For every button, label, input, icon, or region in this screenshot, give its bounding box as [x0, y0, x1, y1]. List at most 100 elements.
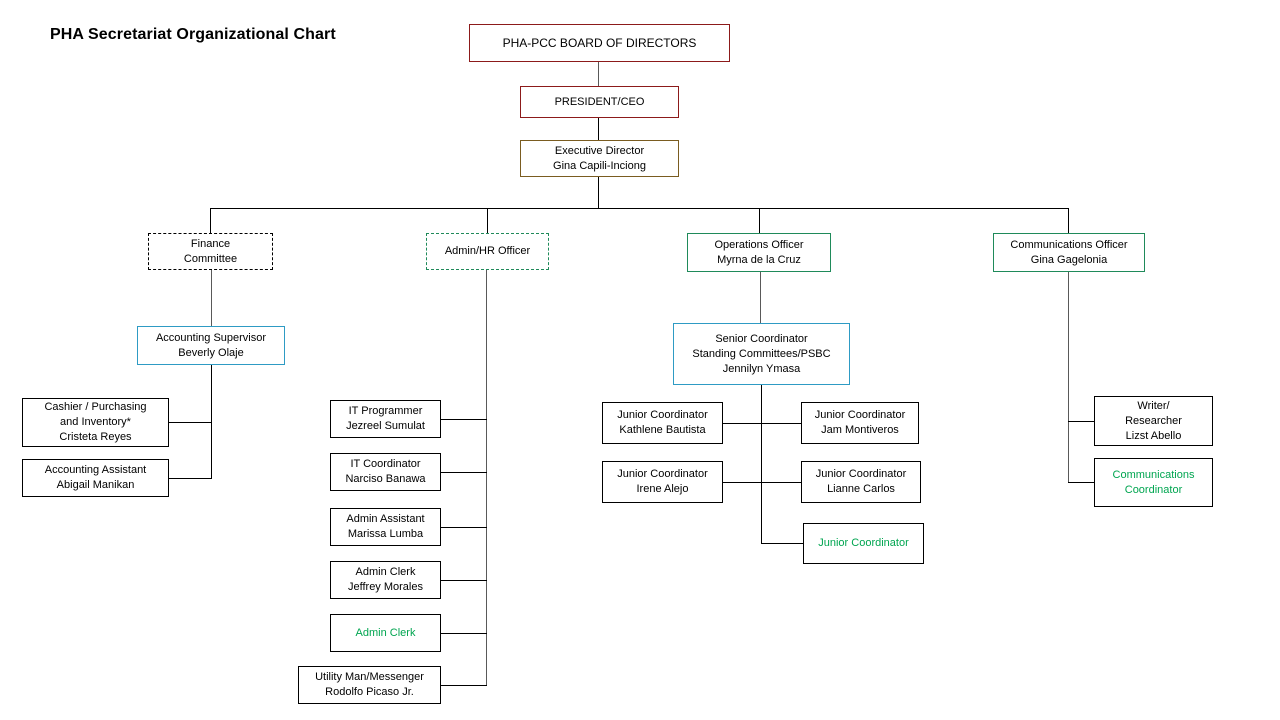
node-it-coordinator[interactable]: IT Coordinator Narciso Banawa	[330, 453, 441, 491]
connector-to-accounting-assistant	[168, 478, 212, 479]
node-finance-line2: Committee	[183, 252, 238, 265]
connector-bus-to-finance	[210, 208, 211, 233]
node-it-prog-line1: IT Programmer	[348, 405, 423, 417]
node-finance-line1: Finance	[190, 237, 231, 250]
connector-to-jc-jam	[761, 423, 802, 424]
connector-to-admin-clerk-1	[441, 580, 487, 581]
connector-adminhr-trunk	[486, 270, 487, 686]
connector-to-admin-assistant	[441, 527, 487, 528]
connector-bus-to-operations	[759, 208, 760, 233]
node-communications-officer[interactable]: Communications Officer Gina Gagelonia	[993, 233, 1145, 272]
connector-to-it-coordinator	[441, 472, 487, 473]
node-operations-line1: Operations Officer	[714, 238, 804, 251]
node-writer-researcher[interactable]: Writer/ Researcher Lizst Abello	[1094, 396, 1213, 446]
node-jc-lianne-line2: Lianne Carlos	[827, 483, 895, 495]
connector-to-cashier	[168, 422, 212, 423]
node-senior-coord-line3: Jennilyn Ymasa	[722, 362, 801, 375]
node-it-programmer[interactable]: IT Programmer Jezreel Sumulat	[330, 400, 441, 438]
connector-accounting-supervisor-trunk	[211, 365, 212, 478]
node-jc-irene-line1: Junior Coordinator	[617, 468, 708, 480]
connector-finance-to-accounting-supervisor	[211, 270, 212, 326]
connector-operations-to-senior-coordinator	[760, 272, 761, 323]
node-board-line1: PHA-PCC BOARD OF DIRECTORS	[502, 35, 697, 50]
node-board-of-directors[interactable]: PHA-PCC BOARD OF DIRECTORS	[469, 24, 730, 62]
node-writer-line2: Researcher	[1125, 414, 1182, 427]
node-executive-director[interactable]: Executive Director Gina Capili-Inciong	[520, 140, 679, 177]
connector-bus-to-communications	[1068, 208, 1069, 233]
node-jc-kathlene-line1: Junior Coordinator	[617, 409, 708, 421]
node-acct-asst-line1: Accounting Assistant	[44, 464, 147, 476]
node-admin-asst-line1: Admin Assistant	[346, 513, 425, 525]
node-comms-coord-line2: Coordinator	[1124, 483, 1183, 496]
connector-to-jc-kathlene	[723, 423, 761, 424]
connector-to-writer-researcher	[1068, 421, 1095, 422]
connector-to-jc-irene	[723, 482, 761, 483]
node-president-ceo[interactable]: PRESIDENT/CEO	[520, 86, 679, 118]
node-acct-asst-line2: Abigail Manikan	[56, 479, 135, 491]
node-exec-line1: Executive Director	[554, 144, 645, 157]
node-operations-line2: Myrna de la Cruz	[717, 253, 801, 266]
node-accounting-supervisor[interactable]: Accounting Supervisor Beverly Olaje	[137, 326, 285, 365]
node-utility-line2: Rodolfo Picaso Jr.	[325, 686, 414, 698]
connector-senior-coordinator-trunk	[761, 385, 762, 544]
node-communications-line2: Gina Gagelonia	[1030, 253, 1108, 266]
node-comms-coord-line1: Communications	[1112, 468, 1195, 481]
connector-board-to-president	[598, 62, 599, 86]
node-admin-clerk-jeffrey-morales[interactable]: Admin Clerk Jeffrey Morales	[330, 561, 441, 599]
node-jc-lianne-line1: Junior Coordinator	[815, 468, 907, 480]
connector-president-to-exec	[598, 118, 599, 140]
node-writer-line3: Lizst Abello	[1125, 429, 1182, 442]
node-it-prog-line2: Jezreel Sumulat	[346, 420, 425, 432]
node-senior-coordinator[interactable]: Senior Coordinator Standing Committees/P…	[673, 323, 850, 385]
node-exec-line2: Gina Capili-Inciong	[553, 159, 646, 172]
connector-to-jc-vacant	[761, 543, 803, 544]
node-jc-jam-line2: Jam Montiveros	[821, 424, 899, 436]
node-jc-kathlene-line2: Kathlene Bautista	[619, 424, 706, 436]
connector-communications-trunk	[1068, 272, 1069, 483]
node-admin-hr-officer[interactable]: Admin/HR Officer	[426, 233, 549, 270]
node-jc-irene-line2: Irene Alejo	[636, 483, 689, 495]
node-junior-coordinator-kathlene-bautista[interactable]: Junior Coordinator Kathlene Bautista	[602, 402, 723, 444]
connector-main-bus	[210, 208, 1069, 209]
node-jc-jam-line1: Junior Coordinator	[814, 409, 906, 421]
connector-bus-to-adminhr	[487, 208, 488, 233]
node-admin-clerk2-line1: Admin Clerk	[355, 626, 416, 639]
node-cashier-line2: and Inventory*	[60, 416, 131, 428]
node-adminhr-line1: Admin/HR Officer	[444, 245, 531, 257]
node-junior-coordinator-vacant[interactable]: Junior Coordinator	[803, 523, 924, 564]
node-operations-officer[interactable]: Operations Officer Myrna de la Cruz	[687, 233, 831, 272]
connector-to-admin-clerk-2	[441, 633, 487, 634]
node-junior-coordinator-irene-alejo[interactable]: Junior Coordinator Irene Alejo	[602, 461, 723, 503]
connector-to-it-programmer	[441, 419, 487, 420]
node-cashier-line1: Cashier / Purchasing	[44, 401, 147, 413]
node-acct-sup-line2: Beverly Olaje	[178, 346, 244, 359]
node-it-coord-line1: IT Coordinator	[350, 458, 421, 470]
node-utility-man-messenger[interactable]: Utility Man/Messenger Rodolfo Picaso Jr.	[298, 666, 441, 704]
node-finance-committee[interactable]: Finance Committee	[148, 233, 273, 270]
node-utility-line1: Utility Man/Messenger	[315, 671, 424, 683]
node-admin-clerk1-line2: Jeffrey Morales	[348, 581, 423, 593]
node-senior-coord-line1: Senior Coordinator	[715, 332, 808, 345]
node-accounting-assistant[interactable]: Accounting Assistant Abigail Manikan	[22, 459, 169, 497]
node-acct-sup-line1: Accounting Supervisor	[155, 331, 267, 344]
node-junior-coordinator-lianne-carlos[interactable]: Junior Coordinator Lianne Carlos	[801, 461, 921, 503]
node-admin-assistant[interactable]: Admin Assistant Marissa Lumba	[330, 508, 441, 546]
node-admin-asst-line2: Marissa Lumba	[347, 528, 424, 540]
node-admin-clerk-vacant[interactable]: Admin Clerk	[330, 614, 441, 652]
node-communications-coordinator-vacant[interactable]: Communications Coordinator	[1094, 458, 1213, 507]
node-jc-vacant-line1: Junior Coordinator	[818, 537, 909, 549]
connector-to-communications-coordinator	[1068, 482, 1095, 483]
node-writer-line1: Writer/	[1137, 399, 1170, 412]
node-cashier-purchasing-inventory[interactable]: Cashier / Purchasing and Inventory* Cris…	[22, 398, 169, 447]
connector-to-utility-man	[441, 685, 487, 686]
node-president-line1: PRESIDENT/CEO	[554, 95, 645, 108]
connector-exec-to-bus	[598, 177, 599, 208]
node-junior-coordinator-jam-montiveros[interactable]: Junior Coordinator Jam Montiveros	[801, 402, 919, 444]
node-senior-coord-line2: Standing Committees/PSBC	[692, 347, 831, 360]
node-communications-line1: Communications Officer	[1010, 238, 1128, 251]
node-it-coord-line2: Narciso Banawa	[345, 473, 426, 485]
connector-to-jc-lianne	[761, 482, 802, 483]
page-title: PHA Secretariat Organizational Chart	[50, 26, 336, 43]
node-cashier-line3: Cristeta Reyes	[59, 431, 132, 443]
node-admin-clerk1-line1: Admin Clerk	[355, 566, 416, 578]
